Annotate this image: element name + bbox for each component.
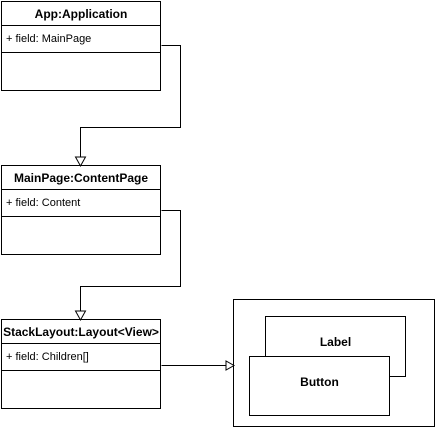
class-app-application[interactable]: App:Application + field: MainPage: [1, 1, 161, 91]
class-field: + field: MainPage: [6, 33, 92, 45]
button-view[interactable]: Button: [249, 356, 390, 416]
class-title: MainPage:ContentPage: [2, 166, 160, 190]
label-view-text: Label: [319, 335, 352, 349]
class-mainpage-contentpage[interactable]: MainPage:ContentPage + field: Content: [1, 165, 161, 255]
class-divider: [2, 216, 160, 217]
class-field: + field: Content: [6, 197, 81, 209]
class-field: + field: Children[]: [6, 351, 89, 363]
button-view-text: Button: [300, 375, 339, 389]
class-divider: [2, 370, 160, 371]
class-title: App:Application: [2, 2, 160, 26]
class-divider: [2, 52, 160, 53]
class-stacklayout[interactable]: StackLayout:Layout<View> + field: Childr…: [1, 319, 161, 409]
class-title: StackLayout:Layout<View>: [2, 320, 160, 344]
